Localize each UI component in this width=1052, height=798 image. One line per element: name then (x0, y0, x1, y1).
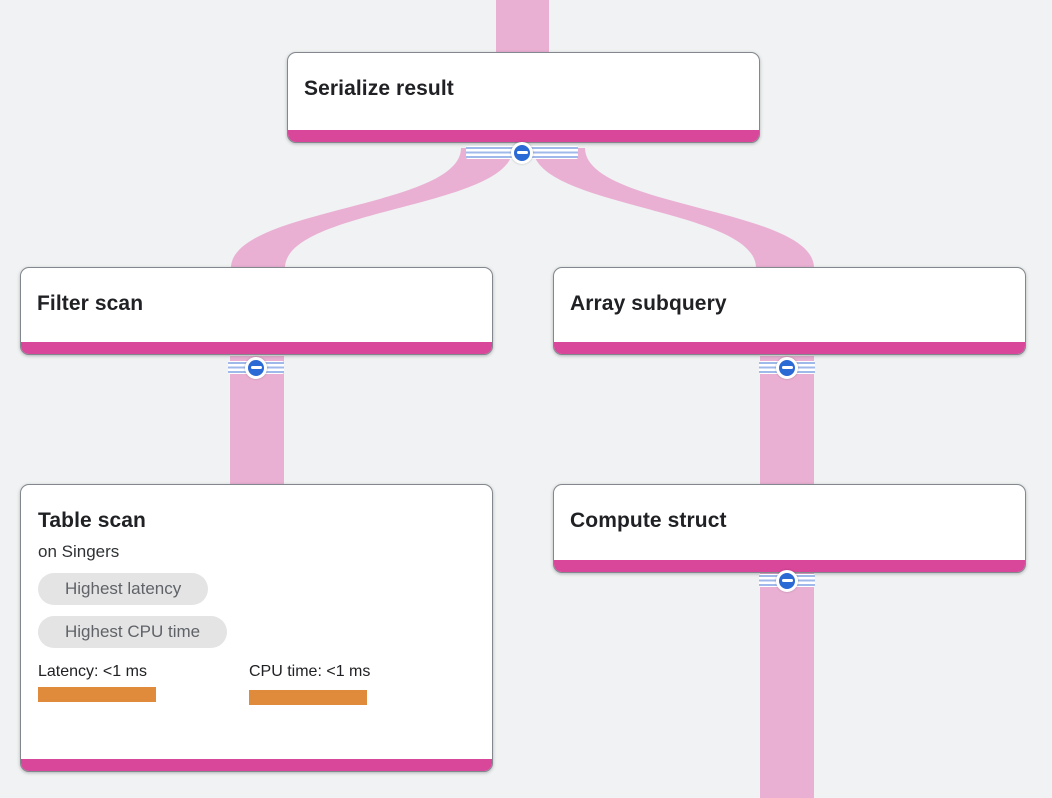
node-table-scan[interactable]: Table scan on Singers Highest latency Hi… (20, 484, 493, 772)
flow-band-serialize-to-filter (231, 148, 513, 268)
collapse-button[interactable] (511, 141, 533, 164)
collapse-button[interactable] (776, 356, 798, 379)
minus-icon (250, 366, 262, 369)
node-accent-bar (21, 342, 492, 354)
node-accent-bar (554, 342, 1025, 354)
node-subtitle: on Singers (38, 542, 120, 561)
node-title: Compute struct (570, 509, 727, 532)
metric-latency: Latency: <1 ms (38, 663, 249, 705)
flow-band-parent-to-serialize (496, 0, 549, 54)
collapse-button[interactable] (245, 356, 267, 379)
node-title: Array subquery (570, 292, 727, 315)
node-title: Filter scan (37, 292, 144, 315)
collapse-control-serialize-result (466, 141, 578, 164)
node-serialize-result[interactable]: Serialize result (287, 52, 760, 143)
metric-cpu-time-bar (249, 690, 367, 705)
metric-latency-bar (38, 687, 156, 702)
metric-cpu-time: CPU time: <1 ms (249, 663, 460, 705)
minus-icon (516, 151, 528, 154)
node-compute-struct[interactable]: Compute struct (553, 484, 1026, 573)
badge-highest-cpu-time: Highest CPU time (38, 616, 228, 648)
flow-band-array-to-compute (760, 356, 814, 486)
minus-icon (781, 366, 793, 369)
node-title: Serialize result (304, 77, 454, 100)
metric-cpu-time-label: CPU time: <1 ms (249, 663, 371, 680)
flow-band-serialize-to-array (533, 148, 814, 268)
node-accent-bar (288, 130, 759, 142)
metric-latency-label: Latency: <1 ms (38, 663, 147, 680)
node-filter-scan[interactable]: Filter scan (20, 267, 493, 355)
collapse-control-compute-struct (759, 569, 815, 592)
flow-band-filter-to-table (230, 356, 284, 486)
minus-icon (781, 579, 793, 582)
collapse-control-filter-scan (228, 356, 284, 379)
metrics-row: Latency: <1 ms CPU time: <1 ms (38, 663, 476, 705)
flow-band-compute-to-child (760, 572, 814, 798)
node-title: Table scan (38, 509, 146, 532)
node-array-subquery[interactable]: Array subquery (553, 267, 1026, 355)
badge-highest-latency: Highest latency (38, 573, 209, 605)
node-accent-bar (21, 759, 492, 771)
collapse-button[interactable] (776, 569, 798, 592)
collapse-control-array-subquery (759, 356, 815, 379)
node-accent-bar (554, 560, 1025, 572)
